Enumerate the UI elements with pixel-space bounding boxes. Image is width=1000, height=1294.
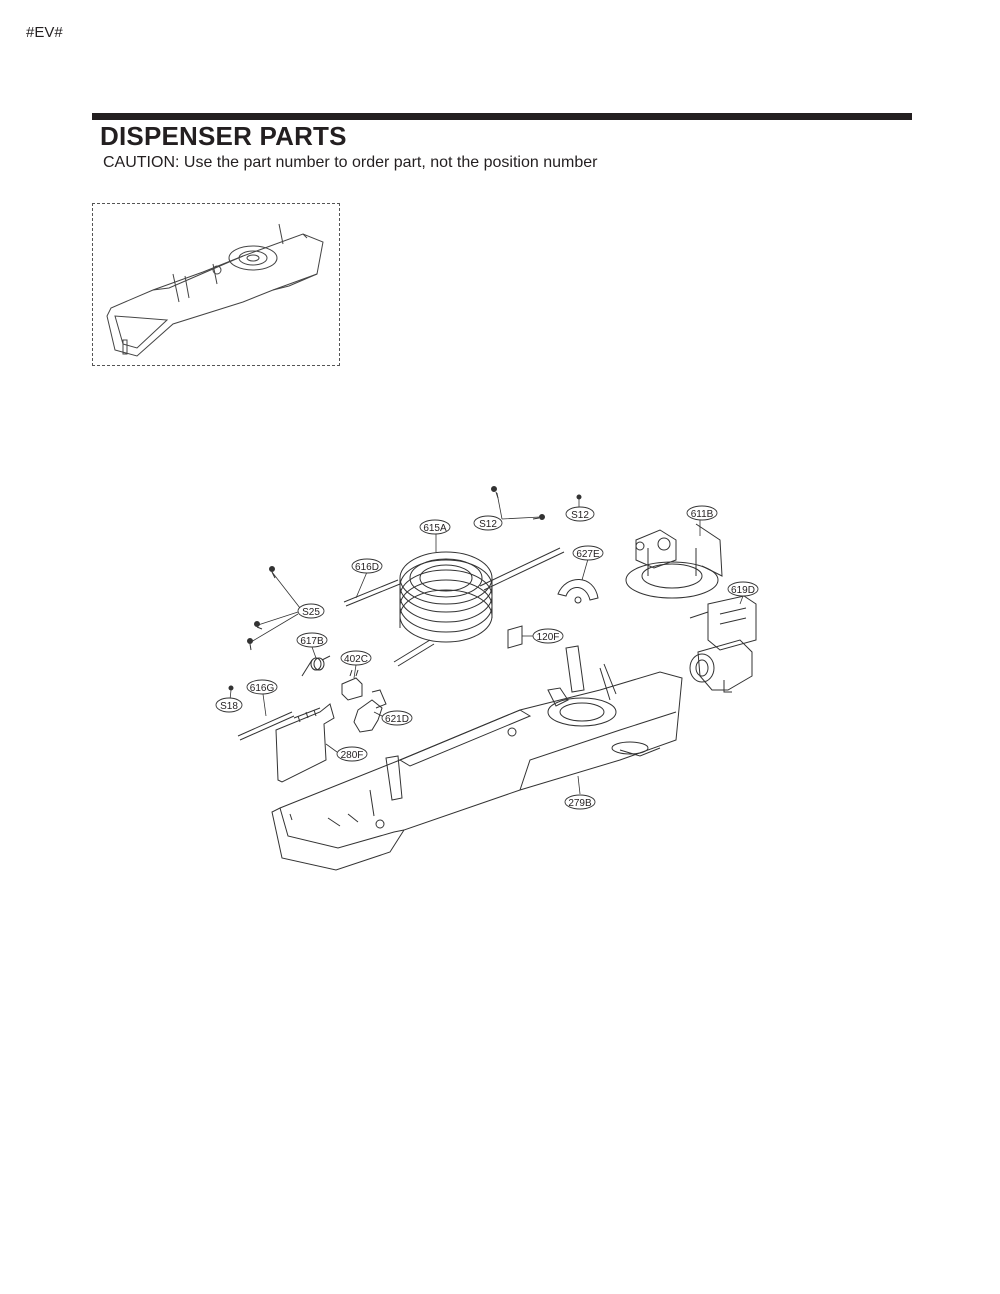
switch-402c [341,669,363,701]
label-oval-s25 [297,603,325,619]
screw-s25-c [247,638,253,644]
label-oval-279b [564,794,596,810]
label-oval-616d [351,558,383,574]
label-120f: 120F [537,632,560,643]
spring-617b [301,655,331,677]
label-615a: 615A [423,523,447,534]
screw-s25-b [254,621,260,627]
screw-s12-c [576,494,582,500]
valve-assembly-611b [625,523,723,599]
valve-619d [689,595,757,693]
label-oval-120f [532,628,564,644]
label-616g: 616G [250,683,275,694]
label-279b: 279B [568,798,592,809]
label-611b: 611B [691,509,714,520]
screw-s18 [228,685,234,691]
water-tube-coil-615a [393,547,565,667]
label-oval-402c [340,650,372,666]
label-s25: S25 [302,607,320,618]
label-619d: 619D [731,585,755,596]
label-oval-611b [686,505,718,521]
label-627e: 627E [576,549,600,560]
label-oval-280f [336,746,368,762]
leader-lines [229,492,744,795]
label-120f [507,625,523,649]
page-title: DISPENSER PARTS [100,121,347,151]
label-280f: 280F [341,750,364,761]
label-s12a: S12 [479,519,497,530]
label-621d: 621D [385,714,409,725]
clip-627e [557,579,599,604]
assembled-dispenser-illustration [106,223,324,357]
label-oval-s18 [215,697,243,713]
position-label-text: S12 S12 611B 615A 627E 616D 619D S25 120… [220,509,755,809]
page-code: #EV# [26,24,63,41]
label-oval-s12b [565,506,595,522]
label-oval-s12a [473,515,503,531]
screw-s12-a [491,486,497,492]
overview-thumbnail [92,203,340,366]
rods [237,579,401,741]
screw-s12-b [539,514,545,520]
header-rule [92,113,912,120]
screws [228,486,582,691]
label-s12b: S12 [571,510,589,521]
label-oval-621d [381,710,413,726]
screw-s25-a [269,566,275,572]
lever-621d [353,689,387,733]
cover-280f [275,703,335,783]
label-oval-617b [296,632,328,648]
label-616d: 616D [355,562,379,573]
label-oval-615a [419,519,451,535]
position-labels [215,505,759,810]
label-oval-619d [727,581,759,597]
label-617b: 617B [300,636,324,647]
label-402c: 402C [344,654,368,665]
caution-note: CAUTION: Use the part number to order pa… [103,154,598,171]
label-oval-627e [572,545,604,561]
label-oval-616g [246,679,278,695]
dispenser-tray-279b [271,645,683,871]
label-s18: S18 [220,701,238,712]
